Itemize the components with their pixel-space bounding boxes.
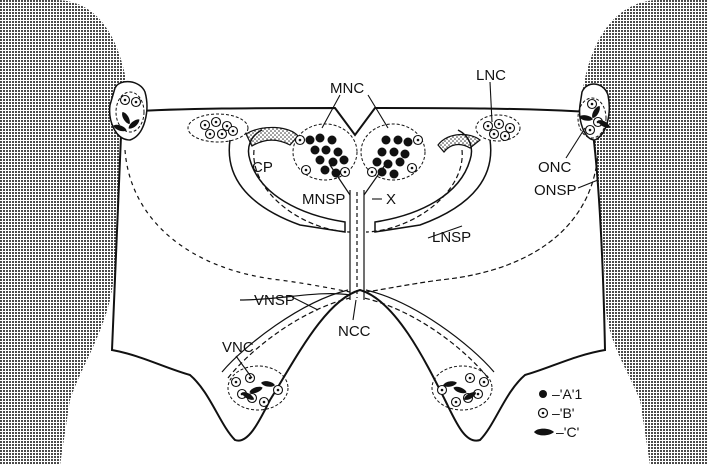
a1-cell <box>328 136 337 145</box>
a1-cell <box>322 146 331 155</box>
a1-cell <box>378 168 387 177</box>
a1-cell <box>401 150 410 159</box>
a1-cell <box>378 148 387 157</box>
brain-outline <box>112 108 605 441</box>
b-cell-nucleus <box>209 133 212 136</box>
label-onsp: ONSP <box>534 182 577 199</box>
label-onc: ONC <box>538 159 572 176</box>
b-cell-nucleus <box>226 125 229 128</box>
a1-cell <box>382 136 391 145</box>
legend-a1-symbol <box>539 390 547 398</box>
a1-cell <box>311 146 320 155</box>
a1-cell <box>332 169 341 178</box>
b-cell-nucleus <box>232 130 235 133</box>
left-shaded-region <box>0 0 128 465</box>
legend-b-label: –'B' <box>552 405 574 421</box>
a1-cell <box>316 156 325 165</box>
label-lnc: LNC <box>476 67 506 84</box>
b-cell-nucleus <box>124 99 127 102</box>
a1-cell <box>390 170 399 179</box>
b-cell-nucleus <box>498 123 501 126</box>
label-lnsp: LNSP <box>432 229 471 246</box>
label-x: X <box>386 191 396 208</box>
legend-c-symbol <box>534 429 554 436</box>
b-cell-nucleus <box>504 135 507 138</box>
b-cell-nucleus <box>221 133 224 136</box>
legend-a1-label: –'A'1 <box>552 386 582 402</box>
label-vnc: VNC <box>222 339 254 356</box>
a1-cell <box>404 138 413 147</box>
a1-cell <box>321 166 330 175</box>
b-cell-nucleus <box>483 381 486 384</box>
b-cell-nucleus <box>135 101 138 104</box>
legend-c-label: –'C' <box>556 424 579 440</box>
a1-cell <box>394 136 403 145</box>
b-cell-nucleus <box>509 127 512 130</box>
legend: –'A'1 –'B' –'C' <box>534 386 582 440</box>
b-cell-nucleus <box>411 167 414 170</box>
a1-cell <box>334 148 343 157</box>
b-cell-nucleus <box>493 133 496 136</box>
b-cell-nucleus <box>204 124 207 127</box>
a1-cell <box>396 158 405 167</box>
label-cp: CP <box>252 159 273 176</box>
b-cell-nucleus <box>215 121 218 124</box>
a1-cell <box>384 160 393 169</box>
label-mnc: MNC <box>330 80 364 97</box>
b-cell-nucleus <box>589 129 592 132</box>
b-cell-nucleus <box>344 171 347 174</box>
b-cell-nucleus <box>487 125 490 128</box>
b-cell-nucleus <box>591 103 594 106</box>
left-lobe <box>110 82 147 140</box>
a1-cell <box>390 148 399 157</box>
a1-cell <box>329 158 338 167</box>
b-cell-nucleus <box>477 393 480 396</box>
a1-cell <box>373 158 382 167</box>
b-cell-nucleus <box>263 401 266 404</box>
b-cell-nucleus <box>299 139 302 142</box>
b-cell-nucleus <box>305 169 308 172</box>
label-vnsp: VNSP <box>254 292 295 309</box>
b-cell-nucleus <box>371 171 374 174</box>
b-cell-nucleus <box>469 377 472 380</box>
b-cell-nucleus <box>441 389 444 392</box>
label-mnsp: MNSP <box>302 191 345 208</box>
legend-b-symbol-dot <box>542 412 545 415</box>
b-cell-nucleus <box>455 401 458 404</box>
b-cell-nucleus <box>417 139 420 142</box>
b-cell-nucleus <box>235 381 238 384</box>
b-cell-nucleus <box>277 389 280 392</box>
a1-cell <box>306 136 315 145</box>
label-ncc: NCC <box>338 323 371 340</box>
a1-cell <box>316 134 325 143</box>
a1-cell <box>340 156 349 165</box>
